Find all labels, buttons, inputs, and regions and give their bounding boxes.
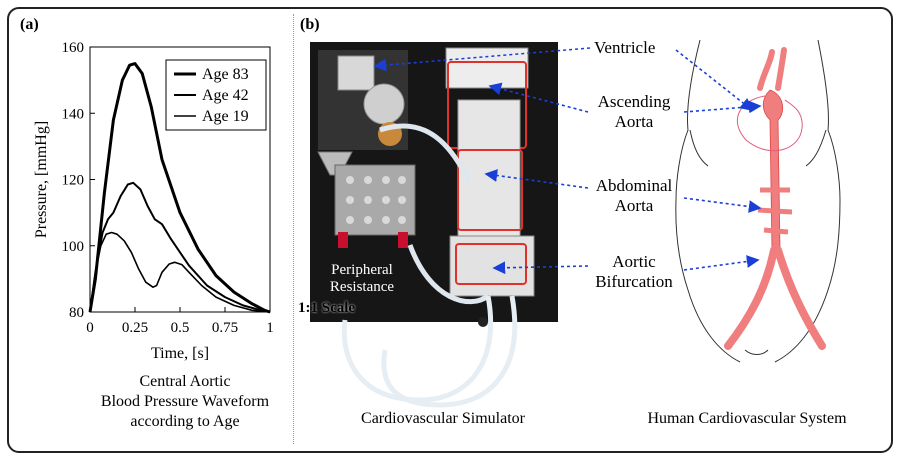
ventricle-chamber	[337, 55, 375, 91]
x-tick-label: 0.25	[122, 320, 148, 336]
bifurcation-box	[449, 235, 535, 297]
y-tick-label: 80	[69, 305, 84, 321]
aortic-bifurcation-label: Aortic Bifurcation	[584, 252, 684, 292]
arrow-abdominal-body	[683, 197, 762, 213]
ventricle-outline	[736, 95, 803, 152]
arrow-bifurcation-sim	[492, 261, 589, 275]
ascending-aorta-label: Ascending Aorta	[584, 92, 684, 132]
caption-line-2: Blood Pressure Waveform	[100, 393, 270, 410]
connector	[478, 317, 488, 327]
tube-2	[407, 244, 490, 305]
abdominal-chamber	[457, 149, 523, 231]
abdominal-aorta-label: Abdominal Aorta	[584, 176, 684, 216]
renal-branches	[757, 187, 793, 235]
peripheral-line-1: Peripheral	[331, 262, 393, 278]
panel-a-tag: (a)	[20, 16, 39, 33]
valve-handle-right	[398, 232, 408, 248]
y-axis-label: Pressure, [mmHg]	[33, 121, 50, 238]
legend-entry: Age 42	[202, 87, 249, 104]
body-outline	[675, 39, 841, 363]
bifurcation-line-2: Bifurcation	[595, 272, 673, 291]
arrow-ventricle-sim	[373, 47, 591, 72]
abdominal-line-2: Aorta	[614, 196, 654, 215]
scale-label: 1:1 Scale	[298, 300, 356, 316]
abdominal-line-1: Abdominal	[595, 176, 673, 195]
ascending-line-1: Ascending	[597, 92, 671, 111]
tube-loop-left	[341, 295, 494, 403]
y-tick-label: 160	[62, 40, 85, 56]
legend-entry: Age 83	[202, 66, 249, 83]
caption-line-1: Central Aortic	[139, 373, 231, 390]
x-tick-label: 0.75	[212, 320, 238, 336]
carotid-arteries	[757, 47, 787, 91]
valve-handle-left	[338, 232, 348, 248]
series-line-age-19	[89, 231, 271, 313]
y-tick-label: 100	[62, 239, 85, 255]
x-tick-label: 1	[266, 320, 274, 336]
legend-entry: Age 19	[202, 108, 249, 125]
tube-loop-right	[381, 295, 518, 408]
caption-line-3: according to Age	[130, 413, 240, 430]
bifurcation-line-1: Aortic	[612, 252, 656, 271]
arrow-ventricle-body	[675, 49, 754, 111]
panel-a-caption: Central Aortic Blood Pressure Waveform a…	[90, 372, 280, 432]
arrow-ascending-sim	[488, 82, 589, 113]
arrow-bifurcation-body	[683, 255, 760, 271]
ventricle-label: Ventricle	[594, 38, 656, 57]
artery-tree	[724, 47, 826, 350]
x-tick-label: 0.5	[171, 320, 190, 336]
series-line-age-83	[88, 62, 271, 314]
arrow-abdominal-sim	[484, 169, 589, 189]
peripheral-line-2: Resistance	[329, 279, 395, 295]
x-axis-label: Time, [s]	[151, 345, 209, 362]
bifurcation-chamber	[455, 243, 527, 285]
human-caption: Human Cardiovascular System	[647, 410, 847, 427]
peripheral-resistance-label: Peripheral Resistance	[322, 262, 402, 296]
arrow-ascending-body	[683, 100, 762, 114]
ventricle-box	[445, 47, 529, 89]
x-tick-label: 0	[86, 320, 94, 336]
figure-frame	[7, 7, 893, 453]
tube-1	[379, 123, 472, 182]
iliac-arteries	[724, 246, 826, 350]
y-tick-label: 140	[62, 106, 85, 122]
panel-b-tag: (b)	[300, 16, 320, 33]
panel-divider	[293, 14, 294, 444]
block-bolts	[346, 176, 406, 224]
y-tick-label: 120	[62, 173, 85, 189]
ascending-line-2: Aorta	[614, 112, 654, 131]
series-line-age-42	[89, 181, 271, 313]
simulator-caption: Cardiovascular Simulator	[361, 410, 525, 427]
